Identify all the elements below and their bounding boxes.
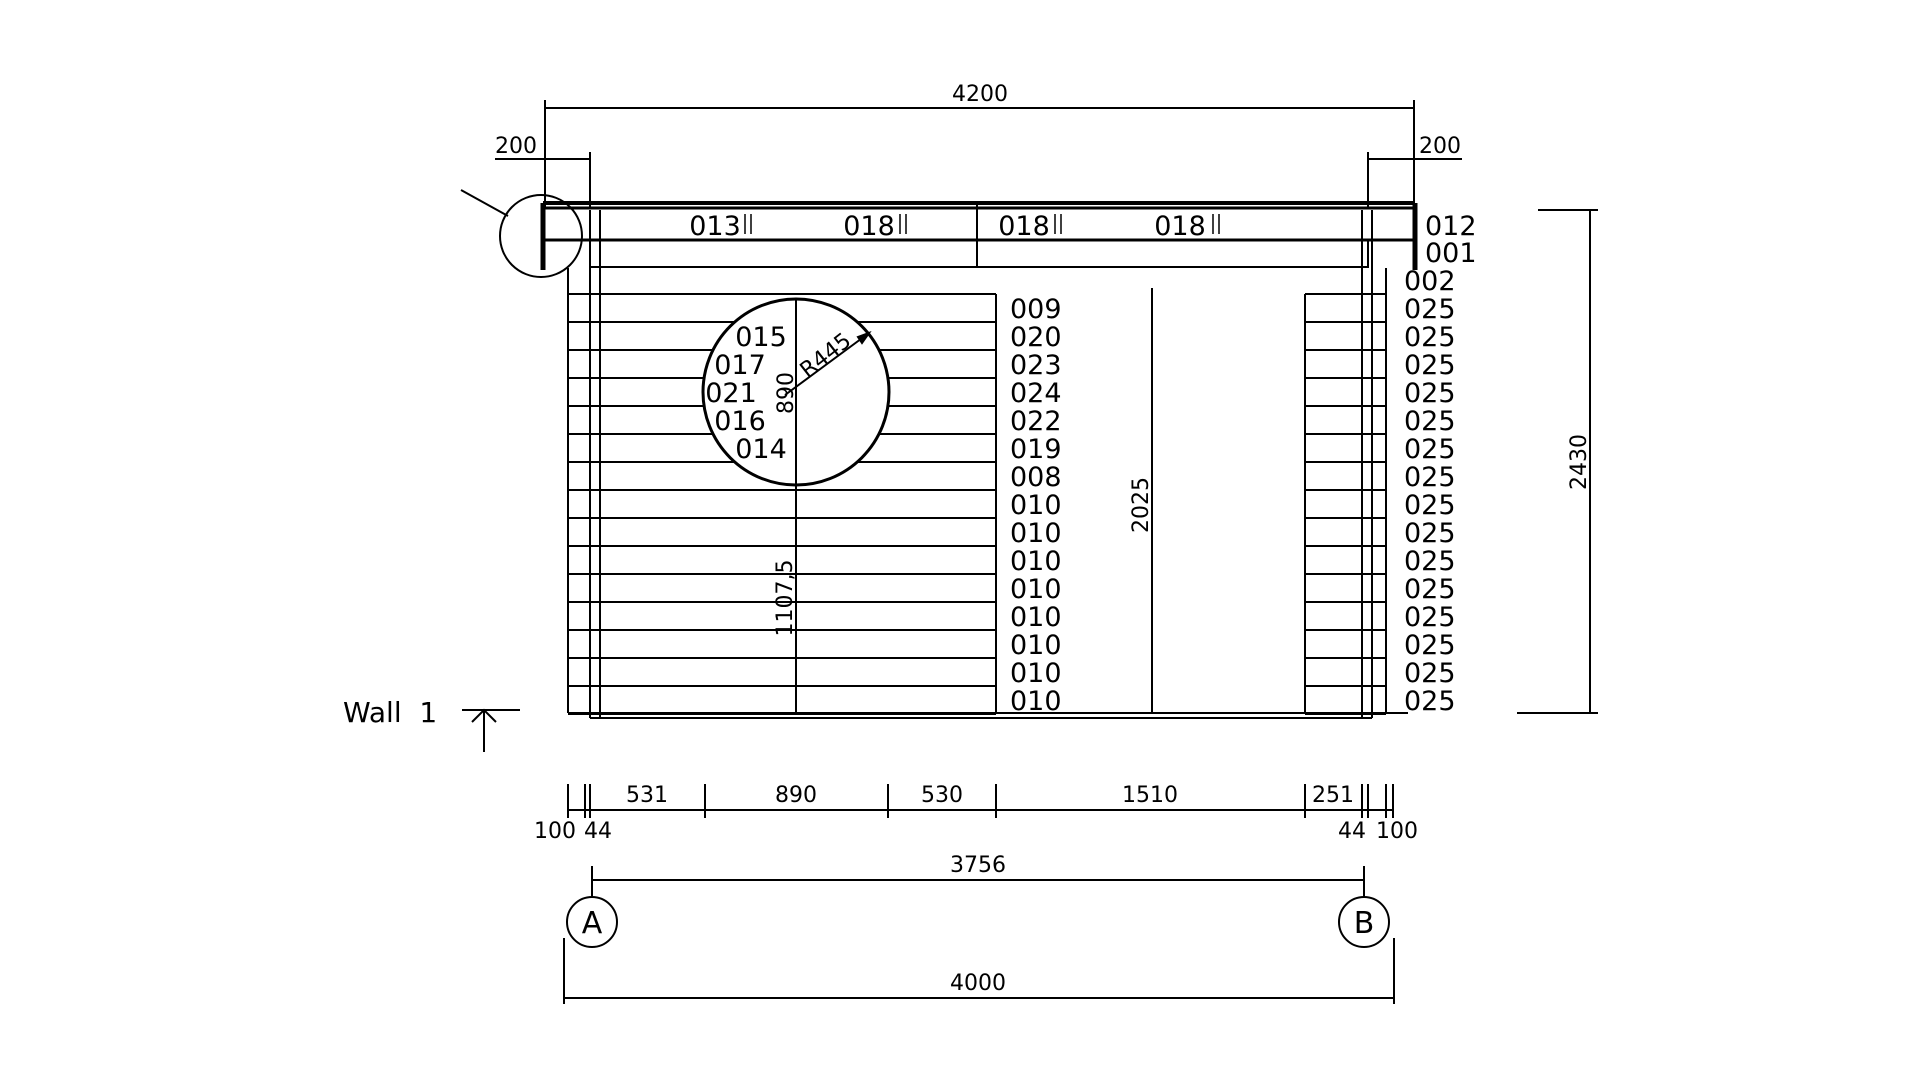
log-label: 010 (1010, 574, 1062, 605)
axis-a-label: A (582, 906, 603, 941)
wall-outline (567, 268, 1408, 719)
window-log-label: 017 (714, 350, 766, 381)
dim-1510-text: 1510 (1122, 783, 1178, 808)
wall-logs-middle (600, 266, 1362, 715)
log-label: 023 (1010, 350, 1062, 381)
log-label: 025 (1404, 378, 1456, 409)
log-label: 010 (1010, 658, 1062, 689)
log-label: 025 (1404, 490, 1456, 521)
dim-line-overhang-right (1367, 152, 1462, 208)
dim-line-overhang-left (495, 152, 591, 208)
wall-logs-right (1305, 293, 1386, 715)
log-label: 024 (1010, 378, 1062, 409)
log-label: 010 (1010, 686, 1062, 717)
beam-joint-marks (744, 214, 1220, 234)
dim-1107-text: 1107,5 (773, 560, 798, 637)
log-label: 025 (1404, 294, 1456, 325)
log-label: 012 (1425, 211, 1477, 242)
log-label: 025 (1404, 434, 1456, 465)
dim-chain-bottom (567, 784, 1394, 818)
log-label: 010 (1010, 546, 1062, 577)
log-label: 009 (1010, 294, 1062, 325)
dim-line-4200 (544, 100, 1415, 208)
dim-100-right-text: 100 (1376, 819, 1418, 844)
dim-2430-text: 2430 (1567, 434, 1592, 490)
beam-label: 018 (1154, 211, 1206, 242)
log-label: 001 (1425, 238, 1477, 269)
roof-beam-lower (589, 239, 1369, 268)
log-label: 010 (1010, 602, 1062, 633)
wall-label: Wall 1 (343, 696, 437, 729)
dim-251-text: 251 (1312, 783, 1354, 808)
log-label: 008 (1010, 462, 1062, 493)
log-label: 025 (1404, 462, 1456, 493)
dim-line-3756 (591, 866, 1365, 898)
dim-4000-text: 4000 (950, 971, 1006, 996)
right-log-labels: 012 001 002 025 025 025 025 025 025 025 … (1404, 211, 1477, 717)
log-label: 002 (1404, 266, 1456, 297)
log-label: 025 (1404, 658, 1456, 689)
beam-label: 018 (843, 211, 895, 242)
dim-line-4000 (563, 938, 1395, 1004)
roof-beam-upper (541, 206, 1417, 242)
dim-4200-text: 4200 (952, 82, 1008, 107)
axis-bubble-b (1338, 896, 1390, 948)
axis-bubble-a (566, 896, 618, 948)
dim-531-text: 531 (626, 783, 668, 808)
window-log-label: 014 (735, 434, 787, 465)
log-label: 025 (1404, 602, 1456, 633)
window-log-label: 015 (735, 322, 787, 353)
dim-3756-text: 3756 (950, 853, 1006, 878)
dim-overhang-left-text: 200 (495, 134, 537, 159)
log-label: 010 (1010, 490, 1062, 521)
log-label: 025 (1404, 630, 1456, 661)
dim-890-text: 890 (775, 783, 817, 808)
log-label: 010 (1010, 630, 1062, 661)
dim-44-left-text: 44 (584, 819, 612, 844)
log-label: 025 (1404, 574, 1456, 605)
log-label: 025 (1404, 518, 1456, 549)
corner-post-left (589, 210, 601, 718)
window-radius-line (784, 332, 870, 396)
detail-callout-leader (460, 189, 509, 217)
log-label: 019 (1010, 434, 1062, 465)
dim-100-left-text: 100 (534, 819, 576, 844)
log-label: 025 (1404, 350, 1456, 381)
dim-530-text: 530 (921, 783, 963, 808)
axis-b-label: B (1354, 906, 1375, 941)
drawing-lines (460, 100, 1598, 1004)
window-log-label: 021 (705, 378, 757, 409)
log-label: 025 (1404, 406, 1456, 437)
dim-44-right-text: 44 (1338, 819, 1366, 844)
log-label: 025 (1404, 322, 1456, 353)
beam-label: 013 (689, 211, 741, 242)
log-label: 022 (1010, 406, 1062, 437)
section-arrow-icon (462, 708, 520, 752)
window-radius-arrow (856, 330, 872, 345)
dim-2025-text: 2025 (1129, 477, 1154, 533)
log-label: 010 (1010, 518, 1062, 549)
log-label: 020 (1010, 322, 1062, 353)
corner-post-right (1361, 210, 1373, 718)
dim-890-window-text: 890 (774, 372, 799, 414)
log-label: 025 (1404, 546, 1456, 577)
detail-callout-circle (499, 194, 583, 278)
center-log-labels: 009 020 023 024 022 019 008 010 010 010 … (1010, 294, 1062, 717)
wall-logs-left (568, 293, 600, 715)
beam-label: 018 (998, 211, 1050, 242)
dim-overhang-right-text: 200 (1419, 134, 1461, 159)
dim-line-2430 (1517, 209, 1598, 714)
window-log-label: 016 (714, 406, 766, 437)
log-label: 025 (1404, 686, 1456, 717)
